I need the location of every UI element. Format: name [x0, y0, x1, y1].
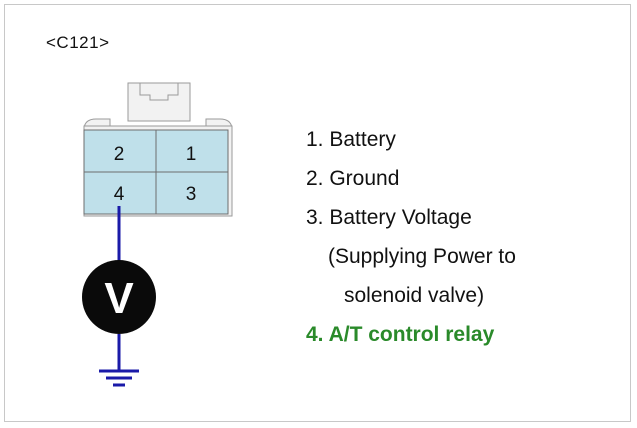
- pin-number-2: 2: [114, 144, 125, 165]
- legend-item-1: 1. Battery: [306, 128, 396, 151]
- legend-item-4-highlighted: 4. A/T control relay: [306, 323, 495, 346]
- legend-item-3-detail-1: (Supplying Power to: [328, 245, 516, 268]
- voltmeter-symbol: V: [104, 274, 134, 323]
- ground-icon: [99, 369, 139, 387]
- connector-lock-tab: [127, 82, 191, 122]
- legend-item-3: 3. Battery Voltage: [306, 206, 472, 229]
- voltmeter-icon: V: [82, 260, 156, 334]
- pin-number-4: 4: [114, 184, 125, 205]
- pin-cell-3: [155, 171, 229, 215]
- pin-legend: 1. Battery 2. Ground 3. Battery Voltage …: [306, 120, 516, 354]
- connector-id-label: <C121>: [46, 33, 110, 52]
- legend-item-3-detail-2: solenoid valve): [344, 284, 485, 307]
- pin-number-3: 3: [186, 184, 197, 205]
- legend-item-2: 2. Ground: [306, 167, 400, 190]
- pin-number-1: 1: [186, 144, 197, 165]
- pin-cell-1: [155, 129, 229, 173]
